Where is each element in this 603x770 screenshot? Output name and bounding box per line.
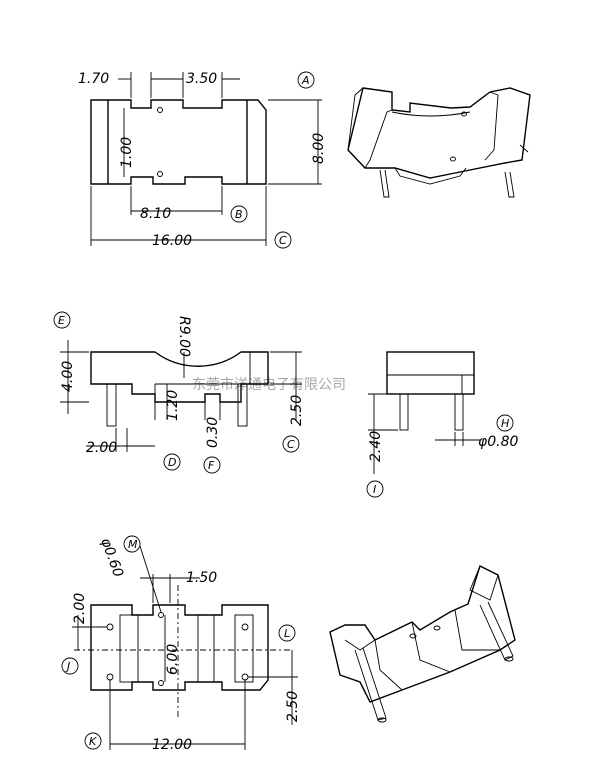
- side-view: R9.00 4.00 2.50 1.20 0.30 2.00 E C D F: [53, 311, 305, 474]
- svg-text:A: A: [301, 74, 310, 87]
- svg-text:D: D: [168, 456, 176, 469]
- svg-text:C: C: [279, 234, 287, 247]
- label-l: L: [278, 624, 296, 642]
- dim-side-4.00: 4.00: [60, 361, 76, 392]
- bottom-view: 1.50 φ0.60 2.00 6.00 2.50 12.00 M L J K: [61, 535, 301, 753]
- svg-text:E: E: [58, 314, 65, 327]
- top-view: 1.70 3.50 1.00 8.00 8.10 16.00 A B C: [78, 71, 327, 249]
- dim-bottom-6.00: 6.00: [165, 644, 181, 675]
- dim-top-3.50: 3.50: [186, 71, 217, 87]
- dim-top-1.00: 1.00: [119, 137, 135, 168]
- dim-end-0.80: φ0.80: [478, 434, 519, 450]
- label-i: I: [366, 480, 384, 498]
- dim-top-8.00: 8.00: [311, 133, 327, 164]
- dim-side-2.00: 2.00: [86, 440, 117, 456]
- label-k: K: [84, 732, 102, 750]
- dim-top-8.10: 8.10: [140, 206, 171, 222]
- svg-text:F: F: [208, 459, 215, 472]
- svg-text:J: J: [65, 660, 70, 673]
- label-e: E: [53, 311, 71, 329]
- label-d: D: [163, 453, 181, 471]
- dim-side-r9: R9.00: [176, 316, 192, 357]
- svg-text:C: C: [287, 438, 295, 451]
- dim-bottom-2.00: 2.00: [72, 593, 88, 624]
- watermark-text: 东莞市洋通电子有限公司: [192, 376, 346, 393]
- isometric-view-bottom: [329, 565, 516, 723]
- label-f: F: [203, 456, 221, 474]
- dim-bottom-0.60: φ0.60: [97, 536, 126, 580]
- isometric-view-top: [347, 87, 531, 198]
- svg-text:H: H: [501, 417, 509, 430]
- svg-text:M: M: [128, 538, 138, 551]
- label-c2: C: [282, 435, 300, 453]
- dim-end-2.40: 2.40: [368, 431, 384, 462]
- dim-top-16.00: 16.00: [152, 233, 192, 249]
- svg-text:K: K: [89, 735, 97, 748]
- label-a: A: [297, 71, 315, 89]
- dim-side-2.50: 2.50: [289, 395, 305, 426]
- svg-text:L: L: [284, 627, 290, 640]
- label-h: H: [496, 414, 514, 432]
- label-c: C: [274, 231, 292, 249]
- svg-text:I: I: [373, 483, 376, 496]
- dim-bottom-2.50: 2.50: [285, 691, 301, 722]
- end-view: 2.40 φ0.80 H I: [366, 351, 519, 498]
- dim-side-0.30: 0.30: [205, 417, 221, 448]
- dim-bottom-12.00: 12.00: [152, 737, 192, 753]
- svg-text:B: B: [235, 208, 243, 221]
- label-j: J: [61, 657, 79, 675]
- dim-bottom-1.50: 1.50: [186, 570, 217, 586]
- label-b: B: [230, 205, 248, 223]
- dim-top-1.70: 1.70: [78, 71, 109, 87]
- label-m: M: [123, 535, 141, 553]
- dim-side-1.20: 1.20: [165, 390, 181, 421]
